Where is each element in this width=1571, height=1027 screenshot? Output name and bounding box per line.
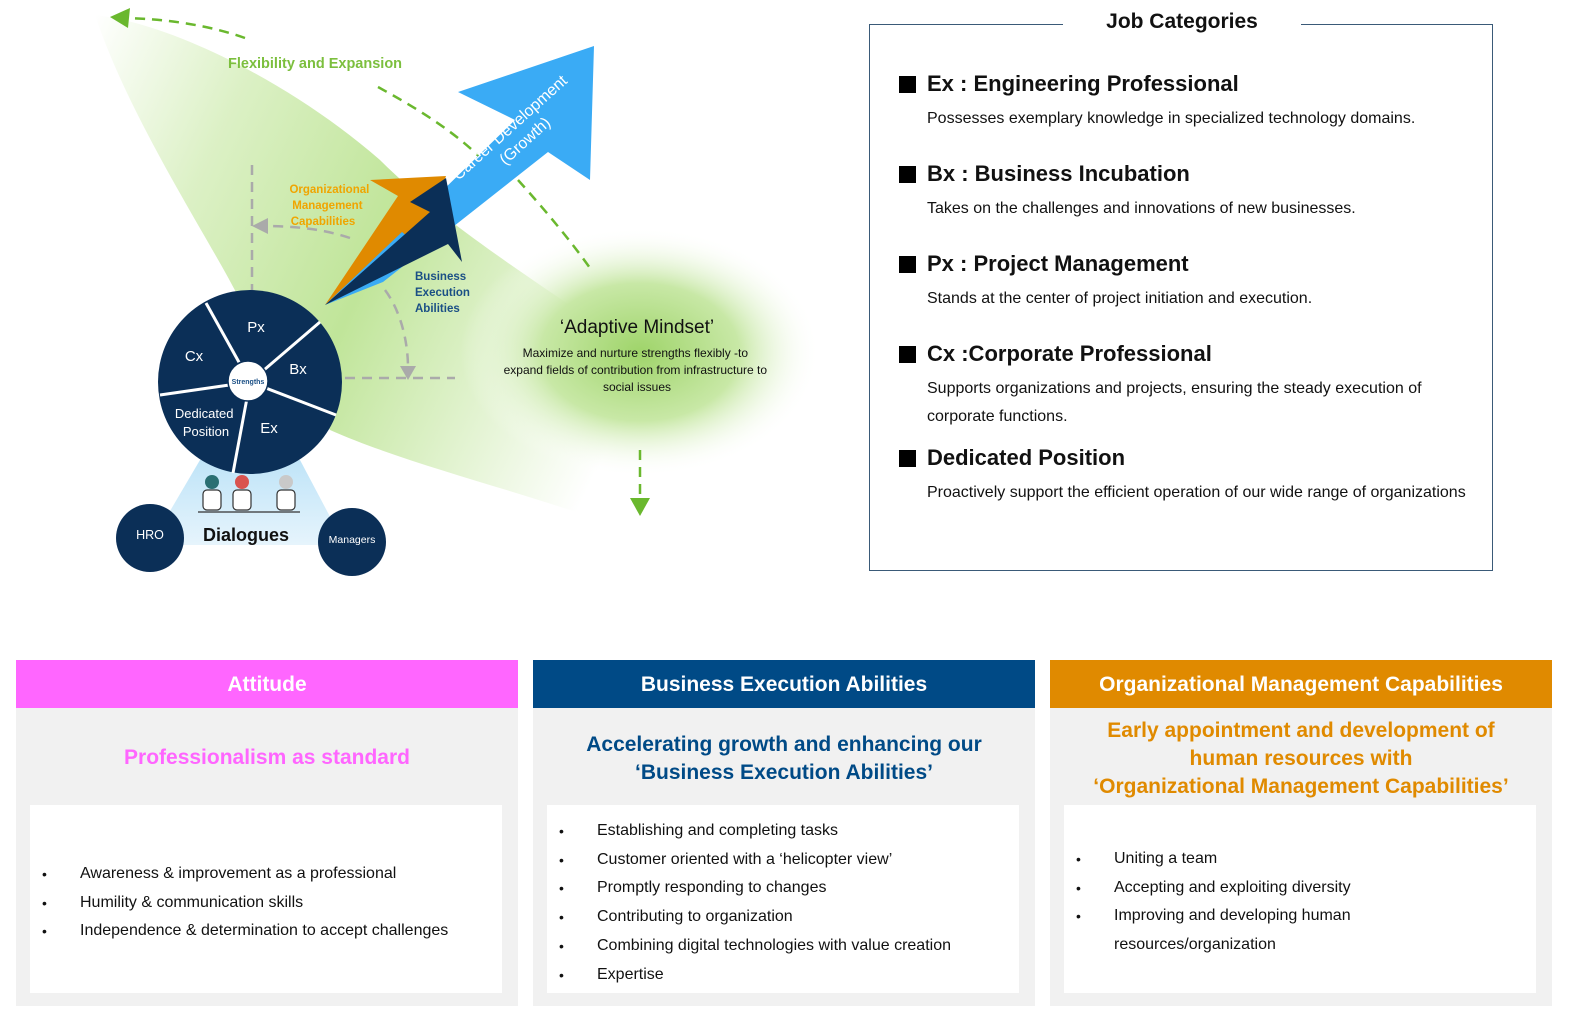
square-bullet-icon xyxy=(899,75,916,93)
list-item: Customer oriented with a ‘helicopter vie… xyxy=(547,846,1027,875)
hro-label: HRO xyxy=(136,528,164,542)
panel-subtitle: Early appointment and development of hum… xyxy=(1093,719,1509,798)
people-illustration xyxy=(198,475,300,513)
bullet-list: Awareness & improvement as a professiona… xyxy=(30,860,510,946)
list-item: Expertise xyxy=(547,961,1027,990)
dialogues-label: Dialogues xyxy=(203,525,289,545)
square-bullet-icon xyxy=(899,255,916,273)
business-execution-arrow xyxy=(325,178,462,305)
wheel-segment-cx: Cx xyxy=(185,348,204,365)
job-category-px: Px : Project Management Stands at the ce… xyxy=(899,249,1472,313)
job-category-heading: Cx :Corporate Professional xyxy=(927,341,1212,366)
job-category-cx: Cx :Corporate Professional Supports orga… xyxy=(899,339,1472,431)
adaptive-mindset-title: ‘Adaptive Mindset’ xyxy=(560,317,714,338)
job-categories-title: Job Categories xyxy=(1063,8,1301,36)
wheel-segment-ex: Ex xyxy=(260,420,278,437)
job-category-description: Stands at the center of project initiati… xyxy=(927,290,1313,307)
adaptive-mindset-description: Maximize and nurture strengths flexibly … xyxy=(504,346,771,394)
panel-header: Organizational Management Capabilities xyxy=(1050,660,1552,708)
strengths-label: Strengths xyxy=(232,379,265,386)
list-item: Combining digital technologies with valu… xyxy=(547,932,1027,961)
strengths-wheel: Strengths Px Bx Ex Cx Dedicated Position xyxy=(158,290,342,474)
list-item: Improving and developing human resources… xyxy=(1064,902,1414,959)
managers-label: Managers xyxy=(329,534,376,546)
job-category-heading: Ex : Engineering Professional xyxy=(927,71,1239,96)
business-execution-panel: Business Execution Abilities Acceleratin… xyxy=(533,660,1035,1006)
list-item: Awareness & improvement as a professiona… xyxy=(30,860,510,889)
wheel-segment-bx: Bx xyxy=(289,361,307,378)
flexibility-expansion-label: Flexibility and Expansion xyxy=(228,56,402,72)
list-item: Humility & communication skills xyxy=(30,889,510,918)
wheel-segment-px: Px xyxy=(247,319,265,336)
hro-circle xyxy=(116,504,184,572)
list-item: Establishing and completing tasks xyxy=(547,817,1027,846)
business-execution-label: Business Execution Abilities xyxy=(415,271,473,315)
job-category-description: Proactively support the efficient operat… xyxy=(927,484,1466,501)
job-category-dedicated: Dedicated Position Proactively support t… xyxy=(899,443,1472,507)
career-development-diagram: Career Development (Growth) Flexibility … xyxy=(95,8,820,576)
wheel-segment-dedicated: Dedicated Position xyxy=(175,406,237,439)
square-bullet-icon xyxy=(899,345,916,363)
job-category-description: Takes on the challenges and innovations … xyxy=(927,200,1356,217)
strengths-center xyxy=(227,360,269,402)
organizational-management-label: Organizational Management Capabilities xyxy=(289,184,372,228)
organizational-management-panel: Organizational Management Capabilities E… xyxy=(1050,660,1552,1006)
list-item: Independence & determination to accept c… xyxy=(30,917,510,946)
bullet-list: Uniting a team Accepting and exploiting … xyxy=(1064,845,1544,960)
adaptive-mindset-blob xyxy=(460,227,820,477)
job-category-heading: Bx : Business Incubation xyxy=(927,161,1190,186)
list-item: Uniting a team xyxy=(1064,845,1544,874)
panel-card: Uniting a team Accepting and exploiting … xyxy=(1064,805,1536,993)
square-bullet-icon xyxy=(899,449,916,467)
job-category-heading: Dedicated Position xyxy=(927,445,1126,470)
job-category-bx: Bx : Business Incubation Takes on the ch… xyxy=(899,159,1472,223)
job-category-description: Supports organizations and projects, ens… xyxy=(927,380,1422,425)
panel-subtitle: Accelerating growth and enhancing our ‘B… xyxy=(586,733,982,784)
square-bullet-icon xyxy=(899,165,916,183)
bullet-list: Establishing and completing tasks Custom… xyxy=(547,817,1027,989)
job-category-heading: Px : Project Management xyxy=(927,251,1189,276)
attitude-panel: Attitude Professionalism as standard Awa… xyxy=(16,660,518,1006)
panel-card: Awareness & improvement as a professiona… xyxy=(30,805,502,993)
panel-subtitle: Professionalism as standard xyxy=(124,746,410,769)
flexibility-dashed-arrow xyxy=(117,16,246,40)
job-category-description: Possesses exemplary knowledge in special… xyxy=(927,110,1416,127)
managers-circle xyxy=(318,508,386,576)
panel-card: Establishing and completing tasks Custom… xyxy=(547,805,1019,993)
panel-header: Attitude xyxy=(16,660,518,708)
organizational-management-arrow xyxy=(325,176,446,305)
list-item: Accepting and exploiting diversity xyxy=(1064,874,1544,903)
job-category-ex: Ex : Engineering Professional Possesses … xyxy=(899,69,1472,133)
list-item: Promptly responding to changes xyxy=(547,874,1027,903)
list-item: Contributing to organization xyxy=(547,903,1027,932)
panel-header: Business Execution Abilities xyxy=(533,660,1035,708)
